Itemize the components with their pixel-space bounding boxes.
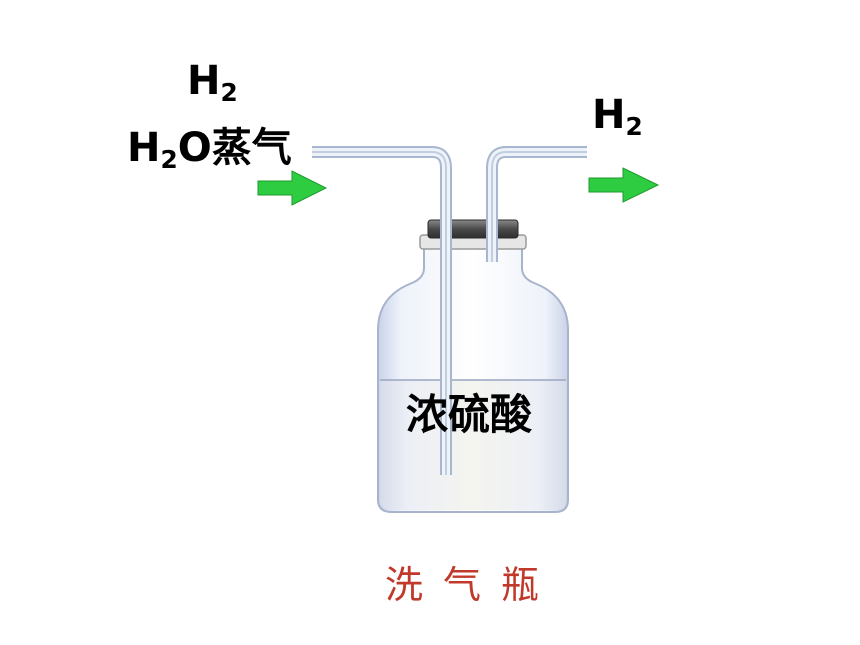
liquid-label: 浓硫酸 — [406, 390, 533, 439]
outlet-gas-h2-subscript: 2 — [625, 111, 643, 141]
outlet-gas-h2-symbol: H — [592, 92, 626, 138]
inlet-arrow-icon — [257, 170, 328, 206]
outlet-arrow-icon — [588, 167, 660, 203]
inlet-gas-water-subscript: 2 — [160, 144, 178, 174]
caption: 洗气瓶 — [385, 563, 560, 607]
bottle — [377, 219, 569, 513]
inlet-gas-h2-subscript: 2 — [220, 77, 238, 107]
liquid-region — [380, 380, 566, 510]
inlet-gas-h2-label: H2 — [187, 58, 238, 107]
inlet-tube — [312, 146, 452, 475]
outlet-gas-h2-label: H2 — [592, 92, 643, 141]
inlet-gas-h2-symbol: H — [187, 58, 221, 104]
inlet-gas-water-vapor-label: H2O蒸气 — [127, 115, 292, 174]
outlet-tube — [486, 146, 587, 262]
inlet-gas-water-suffix: O蒸气 — [177, 125, 292, 171]
inlet-gas-water-prefix: H — [127, 125, 161, 171]
